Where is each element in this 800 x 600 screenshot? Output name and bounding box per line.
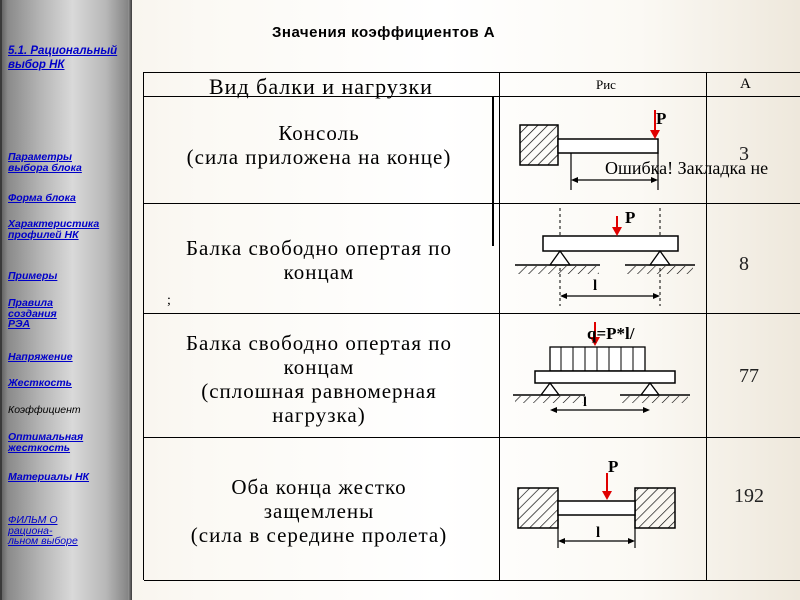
pin-support-right (639, 381, 661, 396)
header-coefficient: А (740, 76, 751, 92)
page-title: Значения коэффициентов А (272, 24, 496, 41)
table-column-divider (499, 73, 500, 581)
row-description: Оба конца жестко защемлены (сила в серед… (190, 475, 448, 547)
nav-item-profile-characteristics[interactable]: Характеристика профилей НК (8, 218, 100, 241)
coefficient-value: 77 (739, 365, 759, 387)
pin-support-right (648, 249, 672, 266)
beam (557, 500, 636, 516)
table-column-divider (706, 73, 707, 581)
load-arrow-head (650, 130, 660, 139)
load-label: q=P*l/ (587, 324, 635, 343)
nav-item-film[interactable]: ФИЛЬМ О рациона- льном выборе (8, 514, 78, 547)
beam (534, 370, 676, 384)
diagram-simply-supported-distributed: q=P*l/ l (513, 322, 690, 413)
bookmark-error-text: Ошибка! Закладка не (605, 158, 769, 178)
header-figure: Рис (596, 77, 616, 92)
stray-line (492, 96, 494, 246)
nav-title-link[interactable]: 5.1. Рациональный выбор НК (8, 45, 118, 71)
ground-hatch (627, 266, 693, 274)
nav-item-optimal-stiffness[interactable]: Оптимальная жесткость (8, 431, 84, 454)
nav-item-stiffness[interactable]: Жесткость (8, 377, 72, 389)
row-description: Балка свободно опертая по концам (сплошн… (185, 331, 453, 427)
beam (557, 138, 659, 154)
diagram-fixed-both-ends: P l (517, 457, 676, 548)
row-description: Балка свободно опертая по концам (185, 236, 453, 284)
ground-hatch (515, 396, 583, 403)
coefficient-value: 8 (739, 253, 749, 275)
header-beam-type: Вид балки и нагрузки (209, 74, 433, 99)
pin-support-left (548, 249, 572, 266)
span-label: l (593, 278, 597, 294)
table-row-divider (144, 437, 800, 438)
nav-item-design-rules[interactable]: Правила создания РЭА (8, 297, 57, 330)
nav-item-materials[interactable]: Материалы НК (8, 471, 90, 483)
coefficient-value: 192 (734, 485, 764, 507)
coefficient-value: 3 (739, 143, 749, 165)
coefficients-table: Вид балки и нагрузки Рис А Консоль (сила… (143, 72, 800, 581)
load-arrow-head (602, 491, 612, 500)
table-row-divider (144, 203, 800, 204)
table-row-divider (144, 313, 800, 314)
row-description: Консоль (сила приложена на конце) (186, 121, 452, 169)
fixed-wall-right (634, 487, 676, 529)
load-arrow-head (612, 227, 622, 236)
fixed-wall-left (517, 487, 559, 529)
load-label: P (608, 457, 618, 476)
wall-support (519, 124, 559, 166)
nav-item-stress[interactable]: Напряжение (8, 351, 73, 363)
table-row-divider (144, 96, 800, 97)
load-label: P (625, 208, 635, 227)
span-label: l (583, 395, 587, 410)
load-label: P (656, 109, 666, 128)
nav-item-coefficient[interactable]: Коэффициент (8, 404, 81, 416)
beam (542, 235, 679, 252)
table-row-divider (144, 580, 800, 581)
stray-mark: ; (167, 293, 171, 308)
sidebar-nav: 5.1. Рациональный выбор НК Параметры выб… (0, 0, 132, 600)
pin-support-left (539, 381, 561, 396)
diagram-cantilever: P (519, 109, 666, 190)
nav-item-block-shape[interactable]: Форма блока (8, 192, 76, 204)
nav-item-block-params[interactable]: Параметры выбора блока (8, 151, 82, 174)
ground-hatch (517, 266, 599, 274)
nav-item-examples[interactable]: Примеры (8, 270, 58, 282)
span-label: l (596, 525, 600, 541)
diagram-simply-supported-point: P l (515, 208, 695, 306)
load-arrow-head (590, 337, 600, 346)
ground-hatch (622, 396, 688, 403)
